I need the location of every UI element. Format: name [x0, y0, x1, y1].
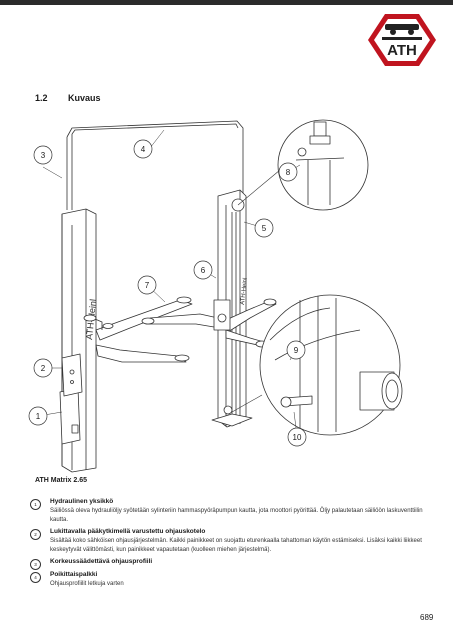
callout-10-label: 10 [293, 433, 302, 442]
callout-3 [33, 145, 53, 165]
legend-title: Poikittaispalkki [50, 571, 98, 578]
callout-5-label: 5 [262, 224, 267, 233]
logo-text: ATH [387, 42, 417, 59]
legend-number: 1 [30, 499, 41, 510]
legend-item: 4 Poikittaispalkki Ohjausprofiilit letku… [30, 570, 425, 589]
callout-7-label: 7 [145, 281, 150, 290]
legend-number: 2 [30, 529, 41, 540]
lift-illustration: ATH-Heinl ATH-Heinl [28, 119, 403, 473]
left-arm-front [95, 344, 187, 363]
legend-title: Hydraulinen yksikkö [50, 498, 114, 505]
detail-circle-bottom [259, 294, 401, 436]
callout-2-label: 2 [41, 364, 46, 373]
callout-9-label: 9 [294, 346, 299, 355]
ath-logo: ATH [368, 14, 436, 66]
legend-title: Lukittavalla pääkytkimellä varustettu oh… [50, 528, 206, 535]
legend-item: 1 Hydraulinen yksikkö Säiliössä oleva hy… [30, 497, 425, 524]
section-title: Kuvaus [68, 93, 101, 103]
callout-8-label: 8 [286, 168, 291, 177]
callout-9 [286, 340, 306, 360]
legend-description: Ohjausprofiilit letkuja varten [50, 581, 124, 587]
page-number: 689 [420, 613, 434, 622]
callout-2 [33, 358, 53, 378]
control-box [61, 353, 83, 397]
callout-6-label: 6 [201, 266, 206, 275]
section-number: 1.2 [35, 93, 48, 103]
callout-4-label: 4 [141, 145, 146, 154]
right-column-brand: ATH-Heinl [240, 277, 249, 305]
callout-5 [254, 218, 274, 238]
legend-title: Korkeussäädettävä ohjausprofiili [50, 558, 153, 565]
callout-1 [28, 406, 48, 426]
callout-4 [133, 139, 153, 159]
figure-caption: ATH Matrix 2.65 [35, 477, 87, 484]
crossbeam [66, 120, 244, 210]
legend-description: Sisältää koko sähköisen ohjausjärjestelm… [50, 538, 422, 553]
callout-1-label: 1 [36, 412, 41, 421]
callout-3-label: 3 [41, 151, 46, 160]
top-border [0, 0, 453, 5]
legend-number: 4 [30, 572, 41, 583]
callout-10 [287, 427, 307, 447]
callout-6 [193, 260, 213, 280]
legend-description: Säiliössä oleva hydrauliöljy syötetään s… [50, 508, 423, 523]
legend-list: 1 Hydraulinen yksikkö Säiliössä oleva hy… [30, 497, 425, 592]
legend-item: 2 Lukittavalla pääkytkimellä varustettu … [30, 527, 425, 554]
callout-7 [137, 275, 157, 295]
legend-item: 3 Korkeussäädettävä ohjausprofiili [30, 557, 425, 570]
detail-circle-top [277, 119, 369, 211]
hydraulic-unit [59, 387, 81, 445]
callout-8 [278, 162, 298, 182]
legend-number: 3 [30, 559, 41, 570]
